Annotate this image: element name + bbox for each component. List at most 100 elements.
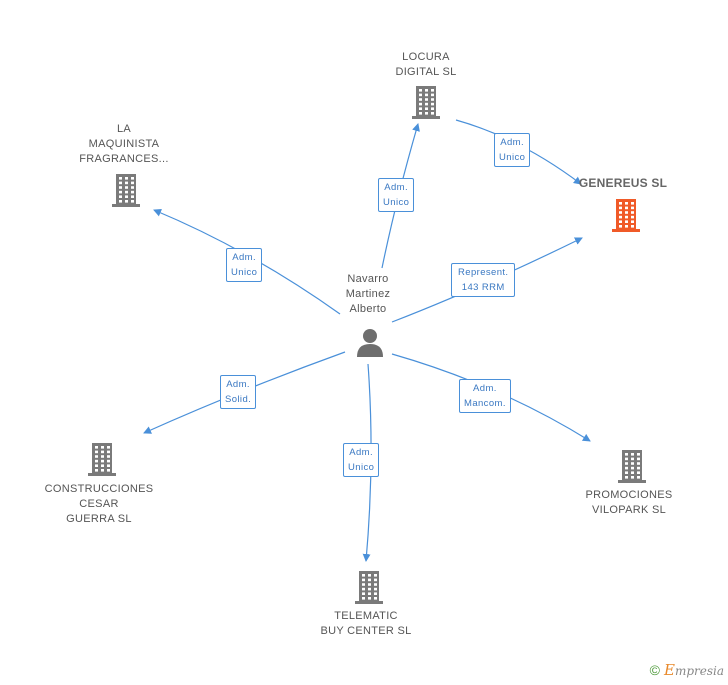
building-window: [107, 446, 110, 449]
building-window: [625, 457, 628, 461]
building-icon[interactable]: [610, 197, 642, 233]
building-icon[interactable]: [616, 448, 648, 484]
building-window: [431, 107, 434, 110]
building-window: [107, 469, 110, 472]
building-window: [101, 455, 104, 458]
company-label-line: FRAGRANCES...: [79, 153, 169, 165]
building-window: [131, 195, 134, 198]
building-window: [119, 190, 122, 194]
company-label-genereus[interactable]: GENEREUS SL: [570, 176, 676, 191]
company-label-line: GUERRA SL: [66, 513, 132, 525]
footer-credit[interactable]: © Empresia: [650, 661, 724, 679]
building-window: [631, 211, 634, 214]
company-label-locura[interactable]: LOCURA DIGITAL SL: [376, 50, 476, 80]
building-window: [119, 177, 122, 180]
building-window: [101, 464, 104, 467]
building-window: [631, 215, 634, 219]
relation-label-line: Solid.: [225, 394, 252, 405]
building-window: [431, 98, 434, 101]
building-icon[interactable]: [86, 441, 118, 477]
building-base: [355, 601, 383, 604]
building-window: [101, 446, 104, 449]
company-label-line: LA: [116, 123, 132, 135]
building-window: [631, 220, 634, 223]
company-label-line: BUY CENTER SL: [320, 625, 412, 637]
relation-label-line: Unico: [231, 267, 258, 278]
building-window: [625, 476, 628, 479]
building-icon[interactable]: [110, 172, 142, 208]
building-window: [625, 462, 628, 465]
brand-logo: Empresia: [664, 661, 724, 679]
building-window: [419, 102, 422, 106]
building-window: [95, 455, 98, 458]
building-window: [125, 177, 128, 180]
building-window: [637, 462, 640, 465]
company-label-line: GENEREUS SL: [578, 176, 668, 190]
building-window: [619, 206, 622, 210]
center-label-line-2: Martinez: [345, 288, 391, 300]
building-base: [618, 480, 646, 483]
building-window: [101, 469, 104, 472]
company-label-construcciones[interactable]: CONSTRUCCIONES CESAR GUERRA SL: [38, 482, 160, 527]
building-window: [131, 177, 134, 180]
building-window: [95, 464, 98, 467]
building-window: [368, 597, 371, 600]
building-window: [374, 583, 377, 586]
building-window: [625, 202, 628, 205]
building-window: [374, 587, 377, 591]
company-label-promociones[interactable]: PROMOCIONES VILOPARK SL: [580, 488, 678, 518]
relation-label-line: Unico: [499, 152, 526, 163]
building-window: [631, 471, 634, 474]
relation-label-line: Adm.: [232, 252, 257, 263]
building-window: [125, 195, 128, 198]
relation-label-line: 143 RRM: [461, 282, 505, 293]
building-window: [625, 211, 628, 214]
building-window: [425, 93, 428, 97]
building-window: [631, 462, 634, 465]
company-label-line: PROMOCIONES: [585, 489, 673, 501]
building-window: [374, 597, 377, 600]
relation-label-promociones[interactable]: Adm. Mancom.: [459, 379, 511, 413]
building-window: [631, 453, 634, 456]
building-window: [131, 186, 134, 189]
company-label-maquinista[interactable]: LA MAQUINISTA FRAGRANCES...: [72, 122, 176, 167]
relation-label-genereus[interactable]: Represent. 143 RRM: [451, 263, 516, 297]
building-window: [425, 112, 428, 115]
building-window: [362, 574, 365, 577]
relation-label-locura-genereus[interactable]: Adm. Unico: [494, 133, 531, 167]
relation-label-locura[interactable]: Adm. Unico: [378, 178, 415, 212]
relation-label-construcciones[interactable]: Adm. Solid.: [220, 375, 257, 409]
building-window: [431, 112, 434, 115]
building-window: [131, 190, 134, 194]
building-icon[interactable]: [410, 84, 442, 120]
building-window: [425, 89, 428, 92]
building-window: [368, 583, 371, 586]
building-window: [625, 466, 628, 470]
building-window: [431, 93, 434, 97]
relation-label-line: Adm.: [384, 182, 409, 193]
building-window: [631, 457, 634, 461]
building-window: [619, 202, 622, 205]
company-label-line: VILOPARK SL: [591, 504, 667, 516]
building-window: [101, 459, 104, 463]
relation-label-telematic[interactable]: Adm. Unico: [343, 443, 380, 477]
building-window: [368, 587, 371, 591]
company-label-line: TELEMATIC: [334, 610, 398, 622]
building-window: [125, 186, 128, 189]
building-window: [419, 89, 422, 92]
relation-label-maquinista[interactable]: Adm. Unico: [226, 248, 263, 282]
building-window: [125, 190, 128, 194]
brand-rest: mpresia: [674, 664, 724, 678]
company-label-telematic[interactable]: TELEMATIC BUY CENTER SL: [312, 609, 420, 639]
relation-label-line: Adm.: [349, 447, 374, 458]
building-window: [625, 215, 628, 219]
building-icon[interactable]: [353, 569, 385, 605]
building-window: [119, 186, 122, 189]
building-window: [368, 574, 371, 577]
person-icon[interactable]: [355, 327, 385, 357]
company-label-line: LOCURA: [402, 51, 450, 63]
building-window: [637, 453, 640, 456]
building-window: [419, 93, 422, 97]
building-window: [107, 464, 110, 467]
building-window: [101, 450, 104, 454]
